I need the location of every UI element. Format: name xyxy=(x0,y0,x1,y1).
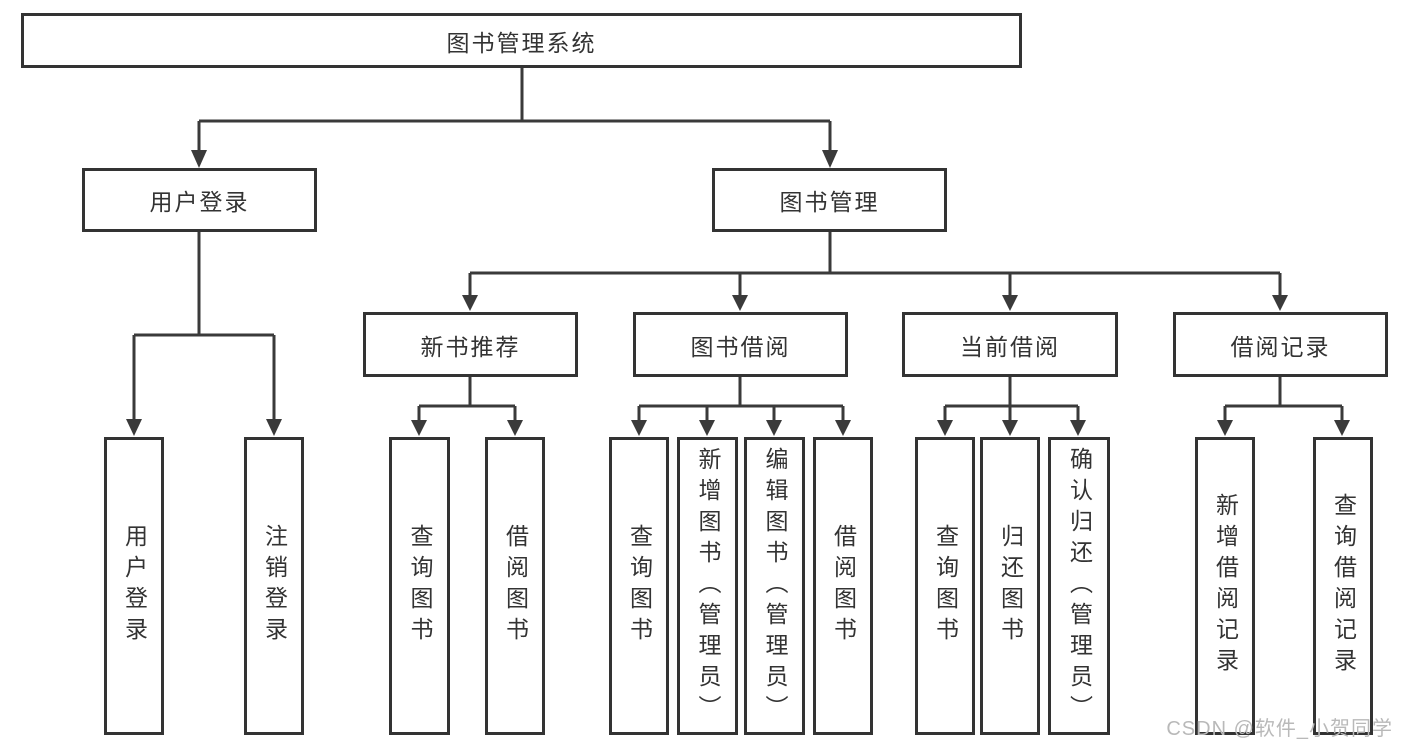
node-book-borrowing: 图书借阅 xyxy=(633,312,848,377)
connector-user-login-to-leaves xyxy=(126,232,282,436)
node-label: 图书管理系统 xyxy=(446,29,597,56)
connector-borrow-records-to-leaves xyxy=(1217,377,1350,436)
node-label: 图书管理 xyxy=(779,189,880,215)
node-label: 查询图书 xyxy=(932,524,959,648)
node-label: 用户登录 xyxy=(149,189,250,215)
leaf-return-books: 归还图书 xyxy=(980,437,1040,735)
leaf-logout: 注销登录 xyxy=(244,437,304,735)
node-label: 图书借阅 xyxy=(690,333,791,360)
node-user-login: 用户登录 xyxy=(82,168,317,232)
node-label: 借阅记录 xyxy=(1230,333,1331,360)
leaf-query-books-borrow: 查询图书 xyxy=(609,437,669,735)
connector-book-borrow-to-leaves xyxy=(631,377,851,436)
connector-current-borrow-to-leaves xyxy=(937,377,1086,436)
node-label: 当前借阅 xyxy=(960,333,1060,360)
node-label: 借阅图书 xyxy=(830,524,857,648)
node-label: 新增借阅记录 xyxy=(1212,493,1239,679)
leaf-user-login: 用户登录 xyxy=(104,437,164,735)
connector-book-management-to-level3 xyxy=(462,232,1288,311)
leaf-borrow-books-recommend: 借阅图书 xyxy=(485,437,545,735)
leaf-query-borrow-record: 查询借阅记录 xyxy=(1313,437,1373,735)
leaf-add-books-admin: 新增图书（管理员） xyxy=(677,437,738,735)
node-label: 归还图书 xyxy=(997,524,1024,648)
node-borrowing-records: 借阅记录 xyxy=(1173,312,1388,377)
node-library-management-system: 图书管理系统 xyxy=(21,13,1022,68)
connector-new-book-to-leaves xyxy=(411,377,523,436)
leaf-query-books-recommend: 查询图书 xyxy=(389,437,450,735)
connector-root-to-level2 xyxy=(191,68,838,168)
leaf-add-borrow-record: 新增借阅记录 xyxy=(1195,437,1255,735)
node-label: 编辑图书（管理员） xyxy=(762,446,788,726)
leaf-query-books-current: 查询图书 xyxy=(915,437,975,735)
node-current-borrowing: 当前借阅 xyxy=(902,312,1118,377)
node-label: 查询图书 xyxy=(626,524,653,648)
node-label: 查询借阅记录 xyxy=(1330,493,1357,679)
node-label: 确认归还（管理员） xyxy=(1066,446,1093,726)
node-label: 查询图书 xyxy=(407,524,433,648)
node-label: 注销登录 xyxy=(261,524,288,648)
node-label: 新书推荐 xyxy=(420,333,521,360)
node-book-management: 图书管理 xyxy=(712,168,947,232)
node-label: 借阅图书 xyxy=(502,524,529,648)
node-label: 用户登录 xyxy=(121,524,148,648)
csdn-watermark: CSDN @软件_小贺同学 xyxy=(1166,718,1393,740)
node-new-book-recommendation: 新书推荐 xyxy=(363,312,578,377)
node-label: 新增图书（管理员） xyxy=(695,446,721,726)
leaf-confirm-return-admin: 确认归还（管理员） xyxy=(1048,437,1110,735)
leaf-borrow-books: 借阅图书 xyxy=(813,437,873,735)
leaf-edit-books-admin: 编辑图书（管理员） xyxy=(744,437,805,735)
